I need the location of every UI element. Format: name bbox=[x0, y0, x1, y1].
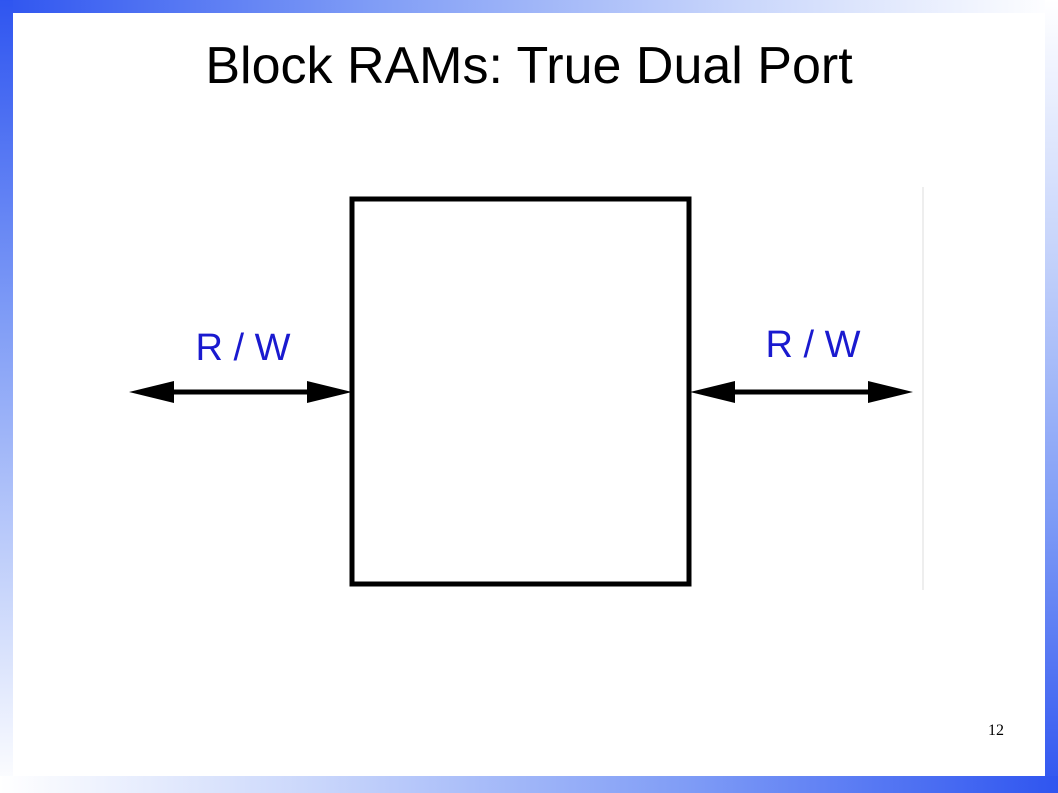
right-port-arrow bbox=[690, 381, 913, 403]
right-port-label: R / W bbox=[766, 324, 861, 366]
slide-title: Block RAMs: True Dual Port bbox=[205, 37, 853, 95]
frame-bottom-border bbox=[0, 776, 1058, 793]
slide-number: 12 bbox=[988, 722, 1004, 739]
frame-right-border bbox=[1045, 0, 1058, 793]
left-port-label: R / W bbox=[196, 327, 291, 369]
left-port-arrow bbox=[129, 381, 352, 403]
frame-left-border bbox=[0, 0, 13, 793]
memory-block bbox=[349, 196, 692, 587]
frame-top-border bbox=[0, 0, 1058, 13]
